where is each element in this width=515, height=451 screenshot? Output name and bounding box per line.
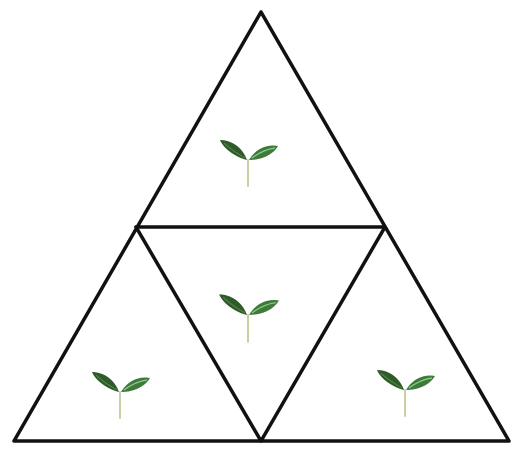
inner-left-divider [136,227,261,441]
seedling-icon-middle [219,294,279,341]
inner-right-divider [261,227,385,441]
seedling-icon-bottom-left [92,372,150,418]
seedling-icon-bottom-right [377,370,435,416]
seedling-icon-top [220,140,278,186]
